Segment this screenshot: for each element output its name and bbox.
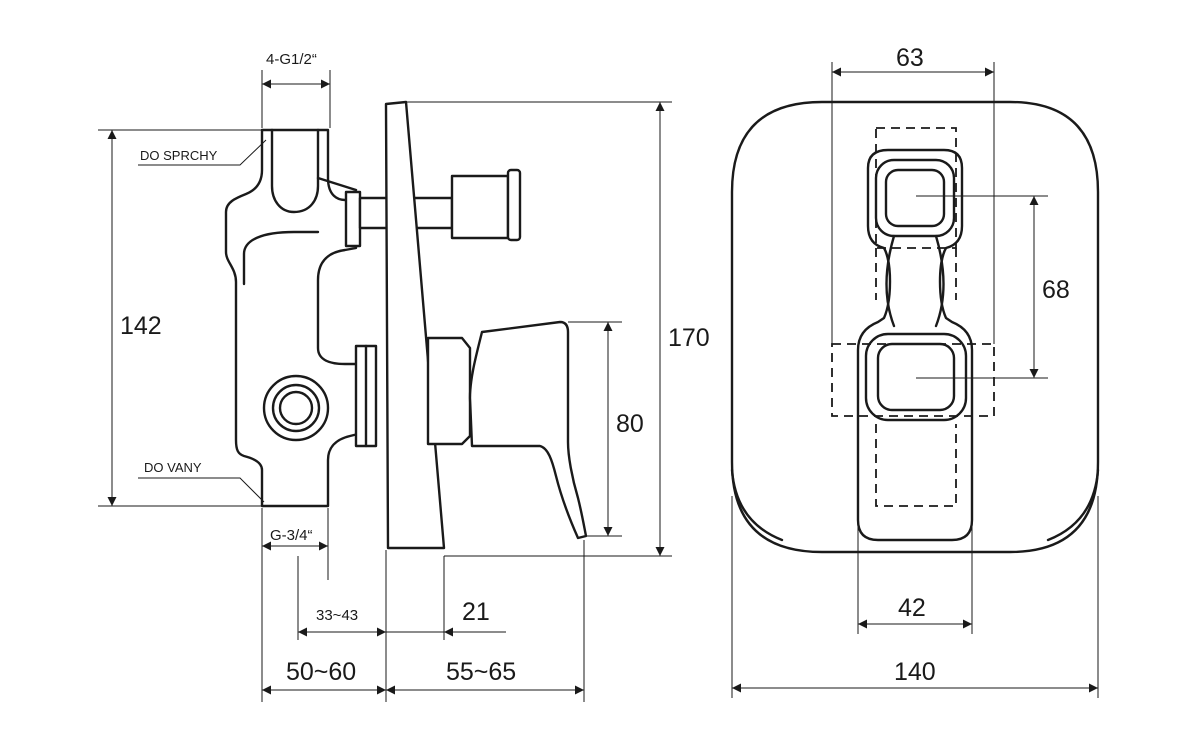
diverter-knob-cap bbox=[506, 168, 522, 242]
cover-plate-outer bbox=[730, 100, 1100, 554]
bath-outlet-inner bbox=[278, 390, 314, 426]
cover-plate-side bbox=[384, 100, 446, 550]
dim-diverter-width: 63 bbox=[896, 44, 924, 72]
lever-escutcheon-inner bbox=[885, 234, 945, 328]
bath-outlet-outer bbox=[262, 374, 330, 442]
to-bath-label: DO VANY bbox=[144, 460, 202, 475]
hidden-diverter-body bbox=[875, 127, 957, 249]
hidden-cartridge bbox=[831, 343, 995, 417]
dim-lever-depth: 55~65 bbox=[446, 658, 516, 686]
front-dimensions: 63 68 42 140 bbox=[731, 44, 1099, 698]
side-dimensions: 4-G1/2“ DO SPRCHY DO VANY 142 170 80 G-3… bbox=[98, 51, 710, 702]
diverter-collar bbox=[344, 190, 362, 248]
dim-diverter-spacing: 68 bbox=[1042, 276, 1070, 304]
dim-lever-height: 80 bbox=[616, 410, 644, 438]
front-view bbox=[730, 100, 1100, 554]
lever-base bbox=[426, 336, 472, 446]
dim-plate-width: 140 bbox=[894, 658, 936, 686]
side-view bbox=[224, 100, 588, 550]
lever-escutcheon bbox=[856, 148, 974, 542]
dim-lever-width: 42 bbox=[898, 594, 926, 622]
hidden-lever-body bbox=[875, 248, 957, 507]
thread-bottom-label: G-3/4“ bbox=[270, 527, 313, 544]
dim-body-height: 142 bbox=[120, 312, 162, 340]
lever-knob-outer bbox=[864, 332, 968, 422]
dim-plate-offset: 21 bbox=[462, 598, 490, 626]
diverter-knob bbox=[450, 174, 510, 240]
diverter-knob-outer bbox=[874, 158, 956, 238]
lever-handle bbox=[468, 320, 588, 540]
dim-body-depth: 50~60 bbox=[286, 658, 356, 686]
bath-outlet-mid bbox=[271, 383, 321, 433]
dim-total-height: 170 bbox=[668, 324, 710, 352]
body-inner-line bbox=[242, 230, 320, 286]
lever-knob-inner bbox=[876, 342, 956, 412]
valve-body bbox=[224, 128, 368, 508]
dim-depth-range: 33~43 bbox=[316, 607, 358, 624]
diverter-knob-inner bbox=[884, 168, 946, 228]
to-shower-label: DO SPRCHY bbox=[140, 148, 218, 163]
thread-top-label: 4-G1/2“ bbox=[266, 51, 317, 68]
upper-outlet-inner bbox=[270, 128, 320, 214]
cover-plate-edge bbox=[730, 468, 1100, 542]
